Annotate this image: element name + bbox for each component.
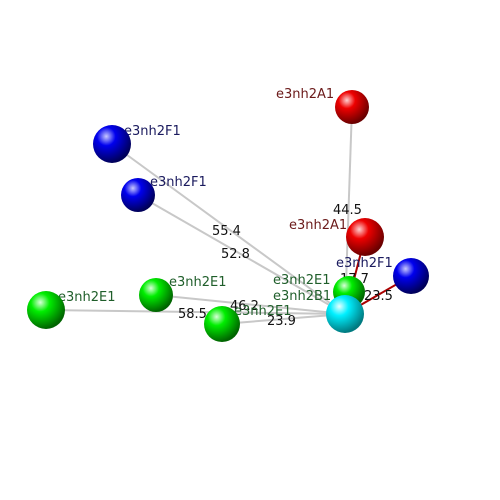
- line-green-a: [45, 309, 346, 315]
- atom-red-far[interactable]: [335, 90, 369, 124]
- atom-blue-c[interactable]: [393, 258, 429, 294]
- line-green-c: [221, 313, 346, 325]
- atom-label-green-a: e3nh2E1: [58, 290, 116, 305]
- atom-labels: e3nh2A1 e3nh2A1 e3nh2F1 e3nh2F1 e3nh2F1 …: [58, 87, 393, 319]
- line-blue-b: [137, 194, 346, 315]
- distance-label-red-far: 44.5: [333, 203, 362, 218]
- atom-blue-a[interactable]: [93, 125, 131, 163]
- atom-red-near[interactable]: [346, 218, 384, 256]
- distance-label-green-a: 58.5: [178, 307, 207, 322]
- atom-label-center: e3nh2B1: [273, 289, 331, 304]
- atoms: [27, 90, 429, 342]
- atom-label-blue-a: e3nh2F1: [124, 124, 181, 139]
- atom-label-red-far: e3nh2A1: [276, 87, 334, 102]
- distance-label-blue-a: 55.4: [212, 224, 241, 239]
- atom-center[interactable]: [326, 295, 364, 333]
- line-blue-a: [111, 143, 346, 315]
- atom-label-red-near: e3nh2A1: [289, 218, 347, 233]
- distance-label-blue-b: 52.8: [221, 247, 250, 262]
- atom-blue-b[interactable]: [121, 178, 155, 212]
- line-green-d: [155, 294, 346, 315]
- atom-label-blue-c: e3nh2F1: [336, 256, 393, 271]
- atom-label-green-c: e3nh2E1: [234, 304, 292, 319]
- atom-label-green-d: e3nh2E1: [169, 275, 227, 290]
- distance-labels: 44.5 55.4 52.8 46.2 58.5 23.9 23.5 17.7: [178, 203, 393, 329]
- distance-lines: [45, 106, 353, 325]
- distance-label-blue-c: 23.5: [364, 289, 393, 304]
- atom-label-green-b: e3nh2E1: [273, 273, 331, 288]
- distance-label-green-d: 46.2: [230, 299, 259, 314]
- atom-green-a[interactable]: [27, 291, 65, 329]
- atom-green-d[interactable]: [139, 278, 173, 312]
- atom-label-blue-b: e3nh2F1: [150, 175, 207, 190]
- atom-green-c[interactable]: [204, 306, 240, 342]
- distance-label-green-c: 23.9: [267, 314, 296, 329]
